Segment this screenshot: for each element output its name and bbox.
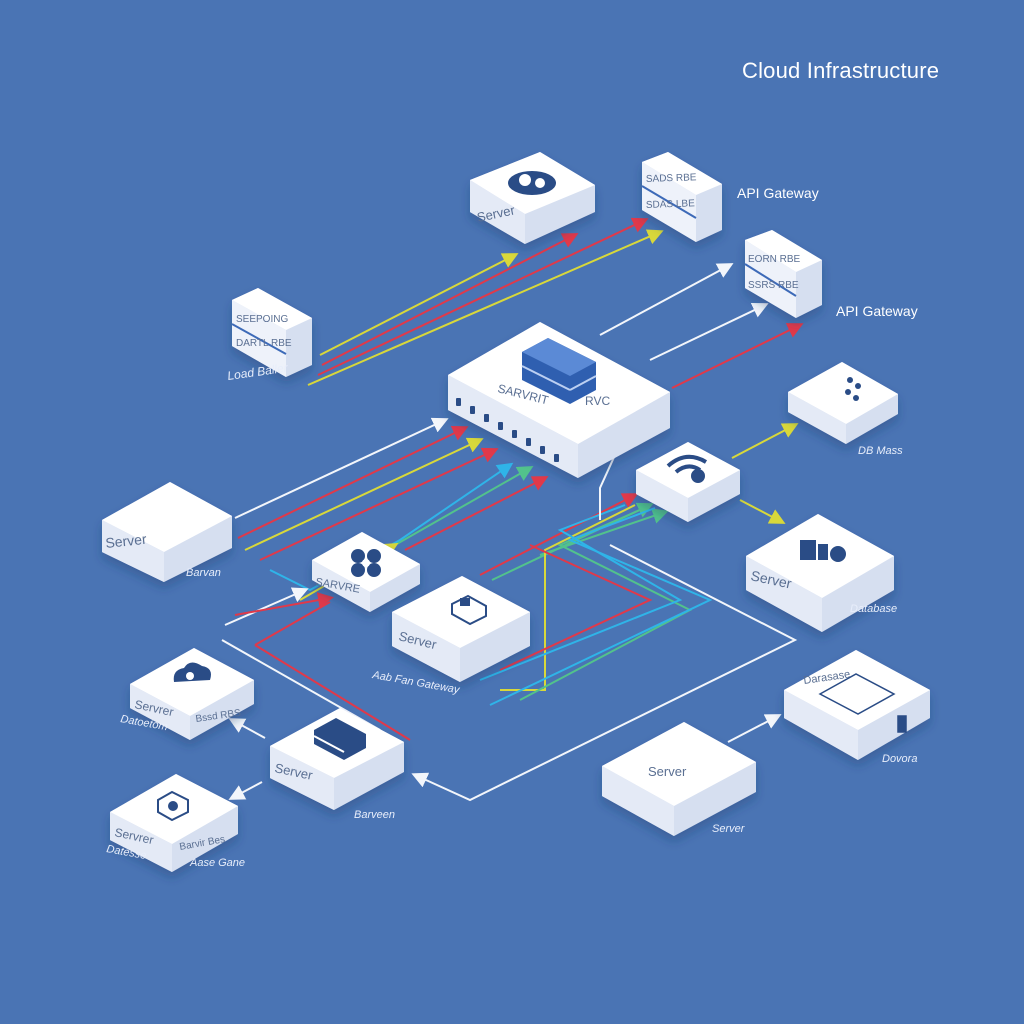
connector-line: [404, 476, 549, 551]
connector-line: [479, 504, 683, 681]
api-gateway-label-2: API Gateway: [836, 303, 918, 319]
server-lower-mid-caption: Barveen: [354, 809, 395, 821]
cloud-icon: [508, 171, 556, 195]
server-node-top[interactable]: [470, 152, 595, 244]
database-icon: [800, 540, 846, 562]
server-bottom-right-label: Server: [648, 764, 687, 779]
rack-left-line1: SEEPOING: [236, 314, 288, 325]
server-bottom-left-caption2: Aase Gane: [189, 857, 245, 869]
connector-line: [411, 544, 798, 802]
connector-line: [244, 437, 484, 551]
server-right-small-caption: DB Mass: [858, 445, 903, 457]
page-title: Cloud Infrastructure: [742, 58, 940, 83]
cloud-icon-small: [173, 662, 211, 682]
connector-line: [254, 644, 411, 741]
fan-icon: [351, 549, 381, 577]
rack-top-right-line2: SDAS LBE: [646, 198, 696, 211]
rack-left-caption: Load Baller: [226, 361, 289, 383]
connector-line: [321, 233, 579, 366]
database-right-caption: Dovora: [882, 753, 917, 765]
connector-line: [228, 718, 266, 739]
connector-line: [500, 504, 636, 691]
server-node-right-small[interactable]: [788, 362, 898, 444]
connector-line: [228, 781, 263, 800]
connector-line: [731, 423, 799, 459]
connector-line: [519, 509, 693, 701]
rack-top-right-line1: SADS RBE: [646, 172, 697, 185]
server-left-label: Server: [105, 531, 148, 551]
dots-icon: [845, 377, 861, 401]
document-icon: [818, 673, 907, 733]
server-left-caption: Barvan: [186, 567, 221, 579]
connector-line: [234, 592, 334, 616]
api-gateway-label-1: API Gateway: [737, 185, 819, 201]
connector-line: [224, 587, 309, 626]
connector-line: [307, 229, 664, 386]
server-node-left[interactable]: [102, 482, 232, 582]
server-node-lower-left[interactable]: [130, 648, 254, 740]
router-node[interactable]: [636, 442, 740, 522]
connector-line: [317, 217, 649, 376]
rack-node-left[interactable]: [231, 288, 312, 377]
port-row: [456, 398, 559, 462]
connector-line: [499, 544, 653, 671]
wifi-icon: [666, 454, 708, 483]
rack-left-line2: DARTL RBE: [236, 338, 292, 349]
server-bottom-right-caption: Server: [712, 823, 746, 835]
shield-icon: [157, 790, 189, 822]
connector-line: [539, 508, 669, 556]
rack-mid-right-line2: SSRS RBE: [748, 280, 799, 291]
connector-line: [739, 499, 786, 524]
connector-line: [319, 253, 519, 356]
server-node-mid-small[interactable]: [312, 532, 420, 612]
central-hub-label2: RVC: [585, 394, 610, 408]
connector-line: [234, 417, 449, 519]
server-right-large-caption: Database: [850, 603, 897, 615]
connector-line: [599, 263, 734, 336]
connector-line: [221, 639, 381, 731]
rack-node-top-right[interactable]: [641, 152, 722, 242]
rack-mid-right-line1: EORN RBE: [748, 254, 801, 265]
connector-line: [237, 426, 469, 539]
database-node-right[interactable]: [784, 650, 930, 760]
rack-node-mid-right[interactable]: [744, 230, 822, 318]
connection-lines: [221, 217, 804, 802]
connector-line: [671, 323, 804, 389]
connector-line: [479, 493, 639, 576]
connector-line: [394, 466, 534, 546]
network-device-icon: [451, 594, 487, 626]
connector-line: [259, 447, 499, 561]
server-node-bottom-right[interactable]: [602, 722, 756, 836]
connector-line: [489, 507, 713, 706]
server-box-icon: [313, 718, 366, 760]
connector-line: [649, 302, 769, 361]
connector-line: [254, 601, 331, 646]
connector-line: [727, 714, 782, 743]
server-stack-icon: [521, 338, 597, 404]
